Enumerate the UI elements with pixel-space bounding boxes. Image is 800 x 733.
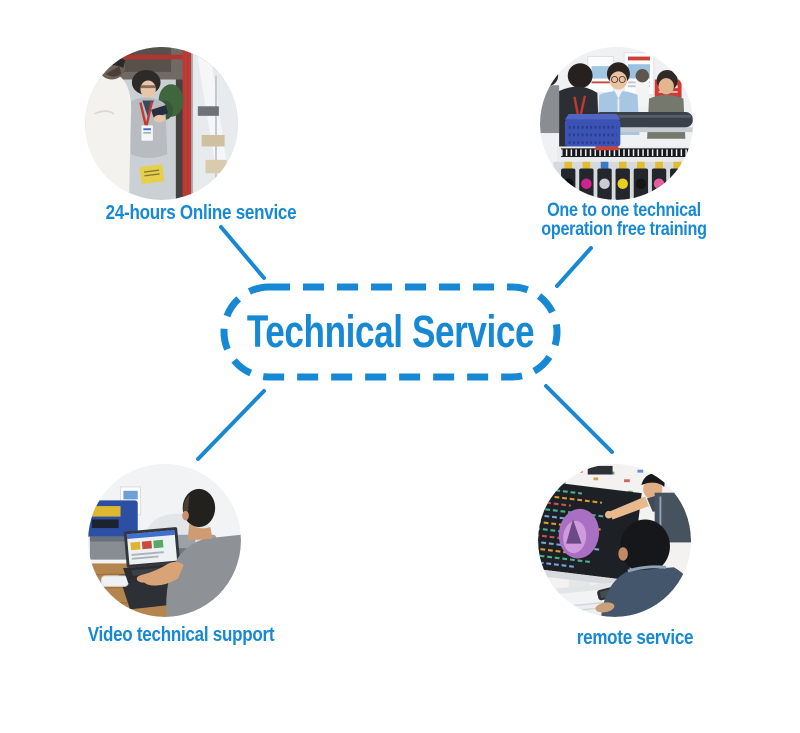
caption-remote-service: remote service <box>576 627 694 649</box>
caption-video-support: Video technical support <box>87 624 275 646</box>
photo-remote-service <box>538 464 691 617</box>
photo-free-training <box>540 47 693 200</box>
caption-online-service: 24-hours Online senvice <box>105 202 297 224</box>
connector-line-bottom-left <box>196 389 266 461</box>
caption-free-training: One to one technical operation free trai… <box>505 201 743 239</box>
connector-line-top-left <box>219 225 266 280</box>
center-title: Technical Service <box>246 306 535 357</box>
photo-video-support <box>88 464 241 617</box>
dashed-border <box>220 283 561 381</box>
center-node: Technical Service <box>217 280 564 384</box>
caption-free-training-line2: operation free training <box>541 219 707 240</box>
photo-online-service <box>85 47 238 200</box>
connector-line-bottom-right <box>544 384 614 454</box>
caption-free-training-line1: One to one technical <box>547 200 701 221</box>
